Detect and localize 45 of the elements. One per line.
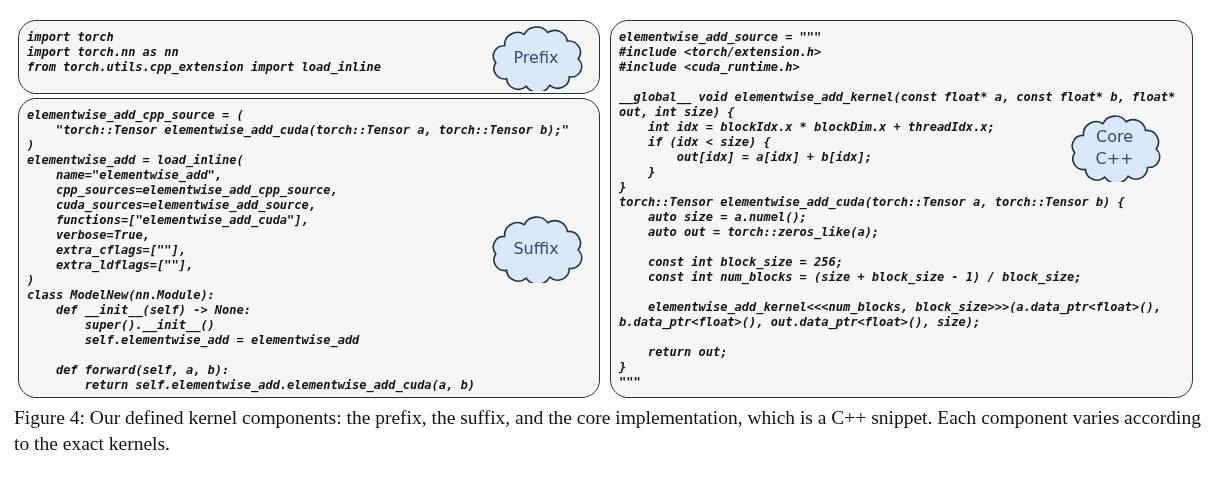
code-line: return out; [646, 345, 728, 360]
code-line: } [619, 180, 627, 195]
code-line: functions=["elementwise_add_cuda"], [54, 213, 309, 228]
code-line: extra_cflags=[""], [54, 243, 186, 258]
code-line: self.elementwise_add = elementwise_add [83, 333, 360, 348]
code-line: cuda_sources=elementwise_add_source, [54, 198, 316, 213]
code-line: elementwise_add_source = """ [619, 30, 822, 45]
code-line: #include <cuda_runtime.h> [619, 60, 800, 75]
code-line: ) [27, 273, 35, 288]
code-line: torch::Tensor elementwise_add_cuda(torch::Tensor a, torch::Tensor b) { [619, 195, 1125, 210]
code-line: import torch.nn as nn [27, 45, 179, 60]
code-panel [610, 20, 1193, 398]
code-line: const int block_size = 256; [646, 255, 843, 270]
code-line: elementwise_add_kernel<<<num_blocks, block_size>>>(a.data_ptr<float>(), b.data_ptr<float>(), out.data_ptr<float>(), size); [619, 300, 1162, 330]
code-line: int idx = blockIdx.x * blockDim.x + threadIdx.x; [646, 120, 995, 135]
code-line: if (idx < size) { [646, 135, 771, 150]
cloud-label: Suffix [512, 238, 560, 260]
code-line: import torch [27, 30, 114, 45]
code-line: super().__init__() [83, 318, 215, 333]
code-line: ) [27, 138, 35, 153]
code-line: extra_ldflags=[""], [54, 258, 194, 273]
code-line: def forward(self, a, b): [54, 363, 230, 378]
code-line: } [619, 360, 627, 375]
code-line: from torch.utils.cpp_extension import load_inline [27, 60, 381, 75]
code-line: """ [619, 375, 641, 390]
code-panel [18, 98, 600, 398]
code-panel [18, 20, 600, 94]
code-line: elementwise_add = load_inline( [27, 153, 244, 168]
figure-caption: Figure 4: Our defined kernel components: the prefix, the suffix, and the core implementation, which is a C++ snippet. Each component varies according to the exact kernels. [14, 406, 1202, 456]
code-line: out[idx] = a[idx] + b[idx]; [675, 150, 872, 165]
code-line: } [646, 165, 656, 180]
code-line: return self.elementwise_add.elementwise_add_cuda(a, b) [83, 378, 475, 393]
cloud-label: Core C++ [1094, 126, 1135, 170]
cloud-label: Prefix [512, 47, 560, 69]
code-line: def __init__(self) -> None: [54, 303, 251, 318]
code-line: verbose=True, [54, 228, 150, 243]
code-line: const int num_blocks = (size + block_size - 1) / block_size; [646, 270, 1082, 285]
code-line: name="elementwise_add", [54, 168, 223, 183]
code-line: auto size = a.numel(); [646, 210, 807, 225]
code-line: "torch::Tensor elementwise_add_cuda(torch::Tensor a, torch::Tensor b);" [54, 123, 569, 138]
code-line: #include <torch/extension.h> [619, 45, 822, 60]
code-line: elementwise_add_cpp_source = ( [27, 108, 244, 123]
code-line: cpp_sources=elementwise_add_cpp_source, [54, 183, 338, 198]
code-line: class ModelNew(nn.Module): [27, 288, 215, 303]
code-line: auto out = torch::zeros_like(a); [646, 225, 880, 240]
